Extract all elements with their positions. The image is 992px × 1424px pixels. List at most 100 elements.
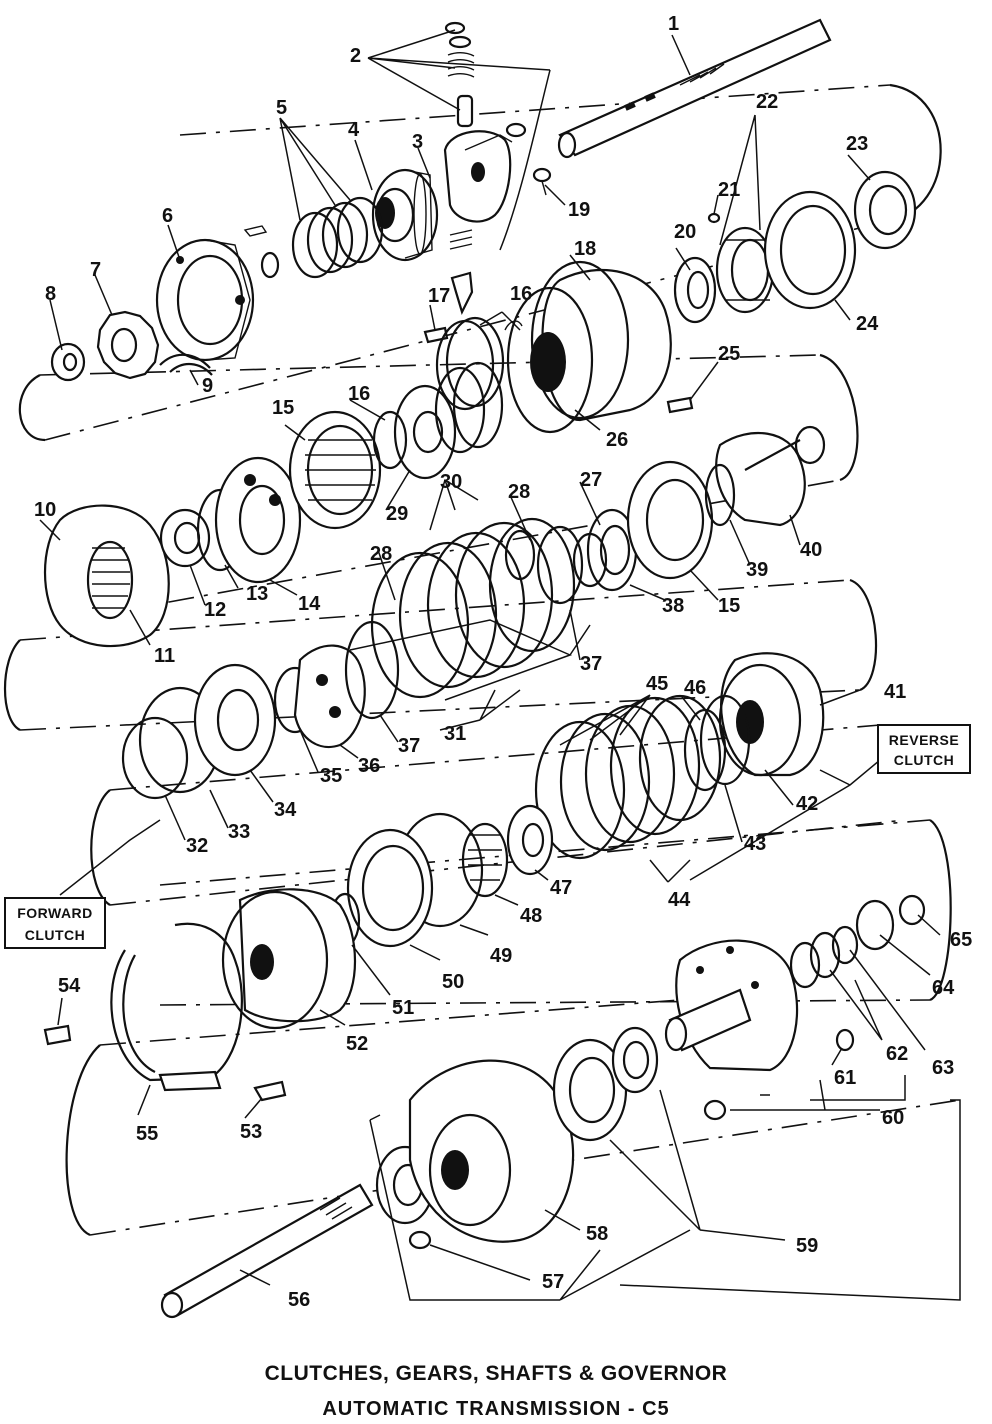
part-20-bearing	[673, 256, 717, 324]
callout-60: 60	[882, 1107, 904, 1129]
part-4-hub	[371, 168, 439, 262]
part-64-65-cap	[855, 894, 926, 951]
callout-32: 32	[186, 835, 208, 857]
callout-56: 56	[288, 1289, 310, 1311]
callout-48: 48	[520, 905, 542, 927]
callout-5: 5	[276, 97, 287, 119]
callout-29: 29	[386, 503, 408, 525]
part-30-rings	[434, 361, 504, 454]
part-16-ring	[435, 316, 505, 411]
part-47-hub	[506, 804, 554, 876]
callout-44: 44	[668, 889, 691, 911]
callout-31: 31	[444, 723, 466, 745]
part-9-clip	[159, 353, 213, 376]
callout-61: 61	[834, 1067, 856, 1089]
part-16b-ring	[372, 410, 408, 470]
part-55-band	[110, 922, 243, 1092]
callout-7: 7	[90, 259, 101, 281]
part-output-shaft	[557, 18, 832, 159]
callout-49: 49	[490, 945, 512, 967]
callout-12: 12	[204, 599, 226, 621]
callout-34: 34	[274, 799, 297, 821]
callout-9: 9	[202, 375, 213, 397]
callout-54: 54	[58, 975, 81, 997]
callout-13: 13	[246, 583, 268, 605]
callout-41: 41	[884, 681, 906, 703]
part-18-drum	[504, 260, 672, 434]
part-50-piston	[346, 828, 434, 948]
reverse-clutch-box: REVERSE CLUTCH	[877, 724, 971, 774]
callout-63: 63	[932, 1057, 954, 1079]
callout-25: 25	[718, 343, 740, 365]
callout-53: 53	[240, 1121, 262, 1143]
part-7-gear	[96, 310, 160, 380]
part-21-pin	[707, 212, 721, 224]
reverse-label-line2: CLUTCH	[894, 752, 955, 768]
part-32-ring	[121, 716, 189, 800]
forward-clutch-box: FORWARD CLUTCH	[4, 897, 106, 949]
callout-16: 16	[348, 383, 370, 405]
part-40-sun-shell	[715, 425, 826, 527]
part-37-ring	[344, 620, 400, 720]
callout-38: 38	[662, 595, 684, 617]
callout-26: 26	[606, 429, 628, 451]
callout-52: 52	[346, 1033, 368, 1055]
callout-28: 28	[508, 481, 530, 503]
callout-1: 1	[668, 13, 679, 35]
part-41-drum	[718, 652, 825, 777]
callout-11: 11	[154, 645, 175, 667]
callout-65: 65	[950, 929, 972, 951]
callout-19: 19	[568, 199, 590, 221]
part-62-63-springs	[789, 925, 859, 989]
caption-subtitle: AUTOMATIC TRANSMISSION - C5	[322, 1398, 670, 1420]
callout-37: 37	[580, 653, 602, 675]
part-53-clip	[253, 1080, 287, 1102]
part-60-governor	[664, 939, 799, 1072]
callout-59: 59	[796, 1235, 818, 1257]
leader-lines	[39, 29, 961, 1301]
part-57-bolt	[369, 1114, 432, 1250]
callout-35: 35	[320, 765, 342, 787]
callout-10: 10	[34, 499, 56, 521]
callout-17: 17	[428, 285, 450, 307]
reverse-label-line1: REVERSE	[889, 732, 959, 748]
part-61-plug	[703, 1028, 855, 1121]
part-36-plate	[293, 644, 366, 749]
part-34-piston	[193, 663, 277, 777]
part-6-drum	[155, 225, 280, 362]
part-5-rings	[291, 196, 384, 279]
callout-33: 33	[228, 821, 250, 843]
part-12-washer	[159, 508, 211, 568]
part-48-spring	[461, 822, 509, 898]
callout-42: 42	[796, 793, 818, 815]
part-24-race	[763, 190, 857, 310]
part-8-washer	[50, 342, 86, 382]
part-29-plate	[393, 384, 457, 480]
part-44-45-plates	[534, 694, 722, 860]
callout-24: 24	[856, 313, 879, 335]
part-59-gears	[552, 1026, 659, 1142]
callout-37: 37	[398, 735, 420, 757]
part-10-drum	[44, 504, 170, 648]
callout-47: 47	[550, 877, 572, 899]
callout-39: 39	[746, 559, 768, 581]
part-15-ring-gear	[288, 410, 382, 530]
caption-title: CLUTCHES, GEARS, SHAFTS & GOVERNOR	[264, 1362, 728, 1385]
part-23-plate	[853, 170, 917, 250]
callout-43: 43	[744, 833, 766, 855]
callout-28: 28	[370, 543, 392, 565]
callout-6: 6	[162, 205, 173, 227]
callout-55: 55	[136, 1123, 158, 1145]
axis-tube-6	[65, 999, 961, 1237]
part-52-drum	[221, 888, 356, 1030]
part-56-shaft	[160, 1183, 374, 1319]
reverse-clutch-outline	[59, 619, 881, 1096]
callout-23: 23	[846, 133, 868, 155]
callout-30: 30	[440, 471, 462, 493]
callout-18: 18	[574, 238, 596, 260]
part-39-hub	[704, 463, 736, 527]
callout-3: 3	[412, 131, 423, 153]
part-25-clip	[666, 396, 694, 414]
